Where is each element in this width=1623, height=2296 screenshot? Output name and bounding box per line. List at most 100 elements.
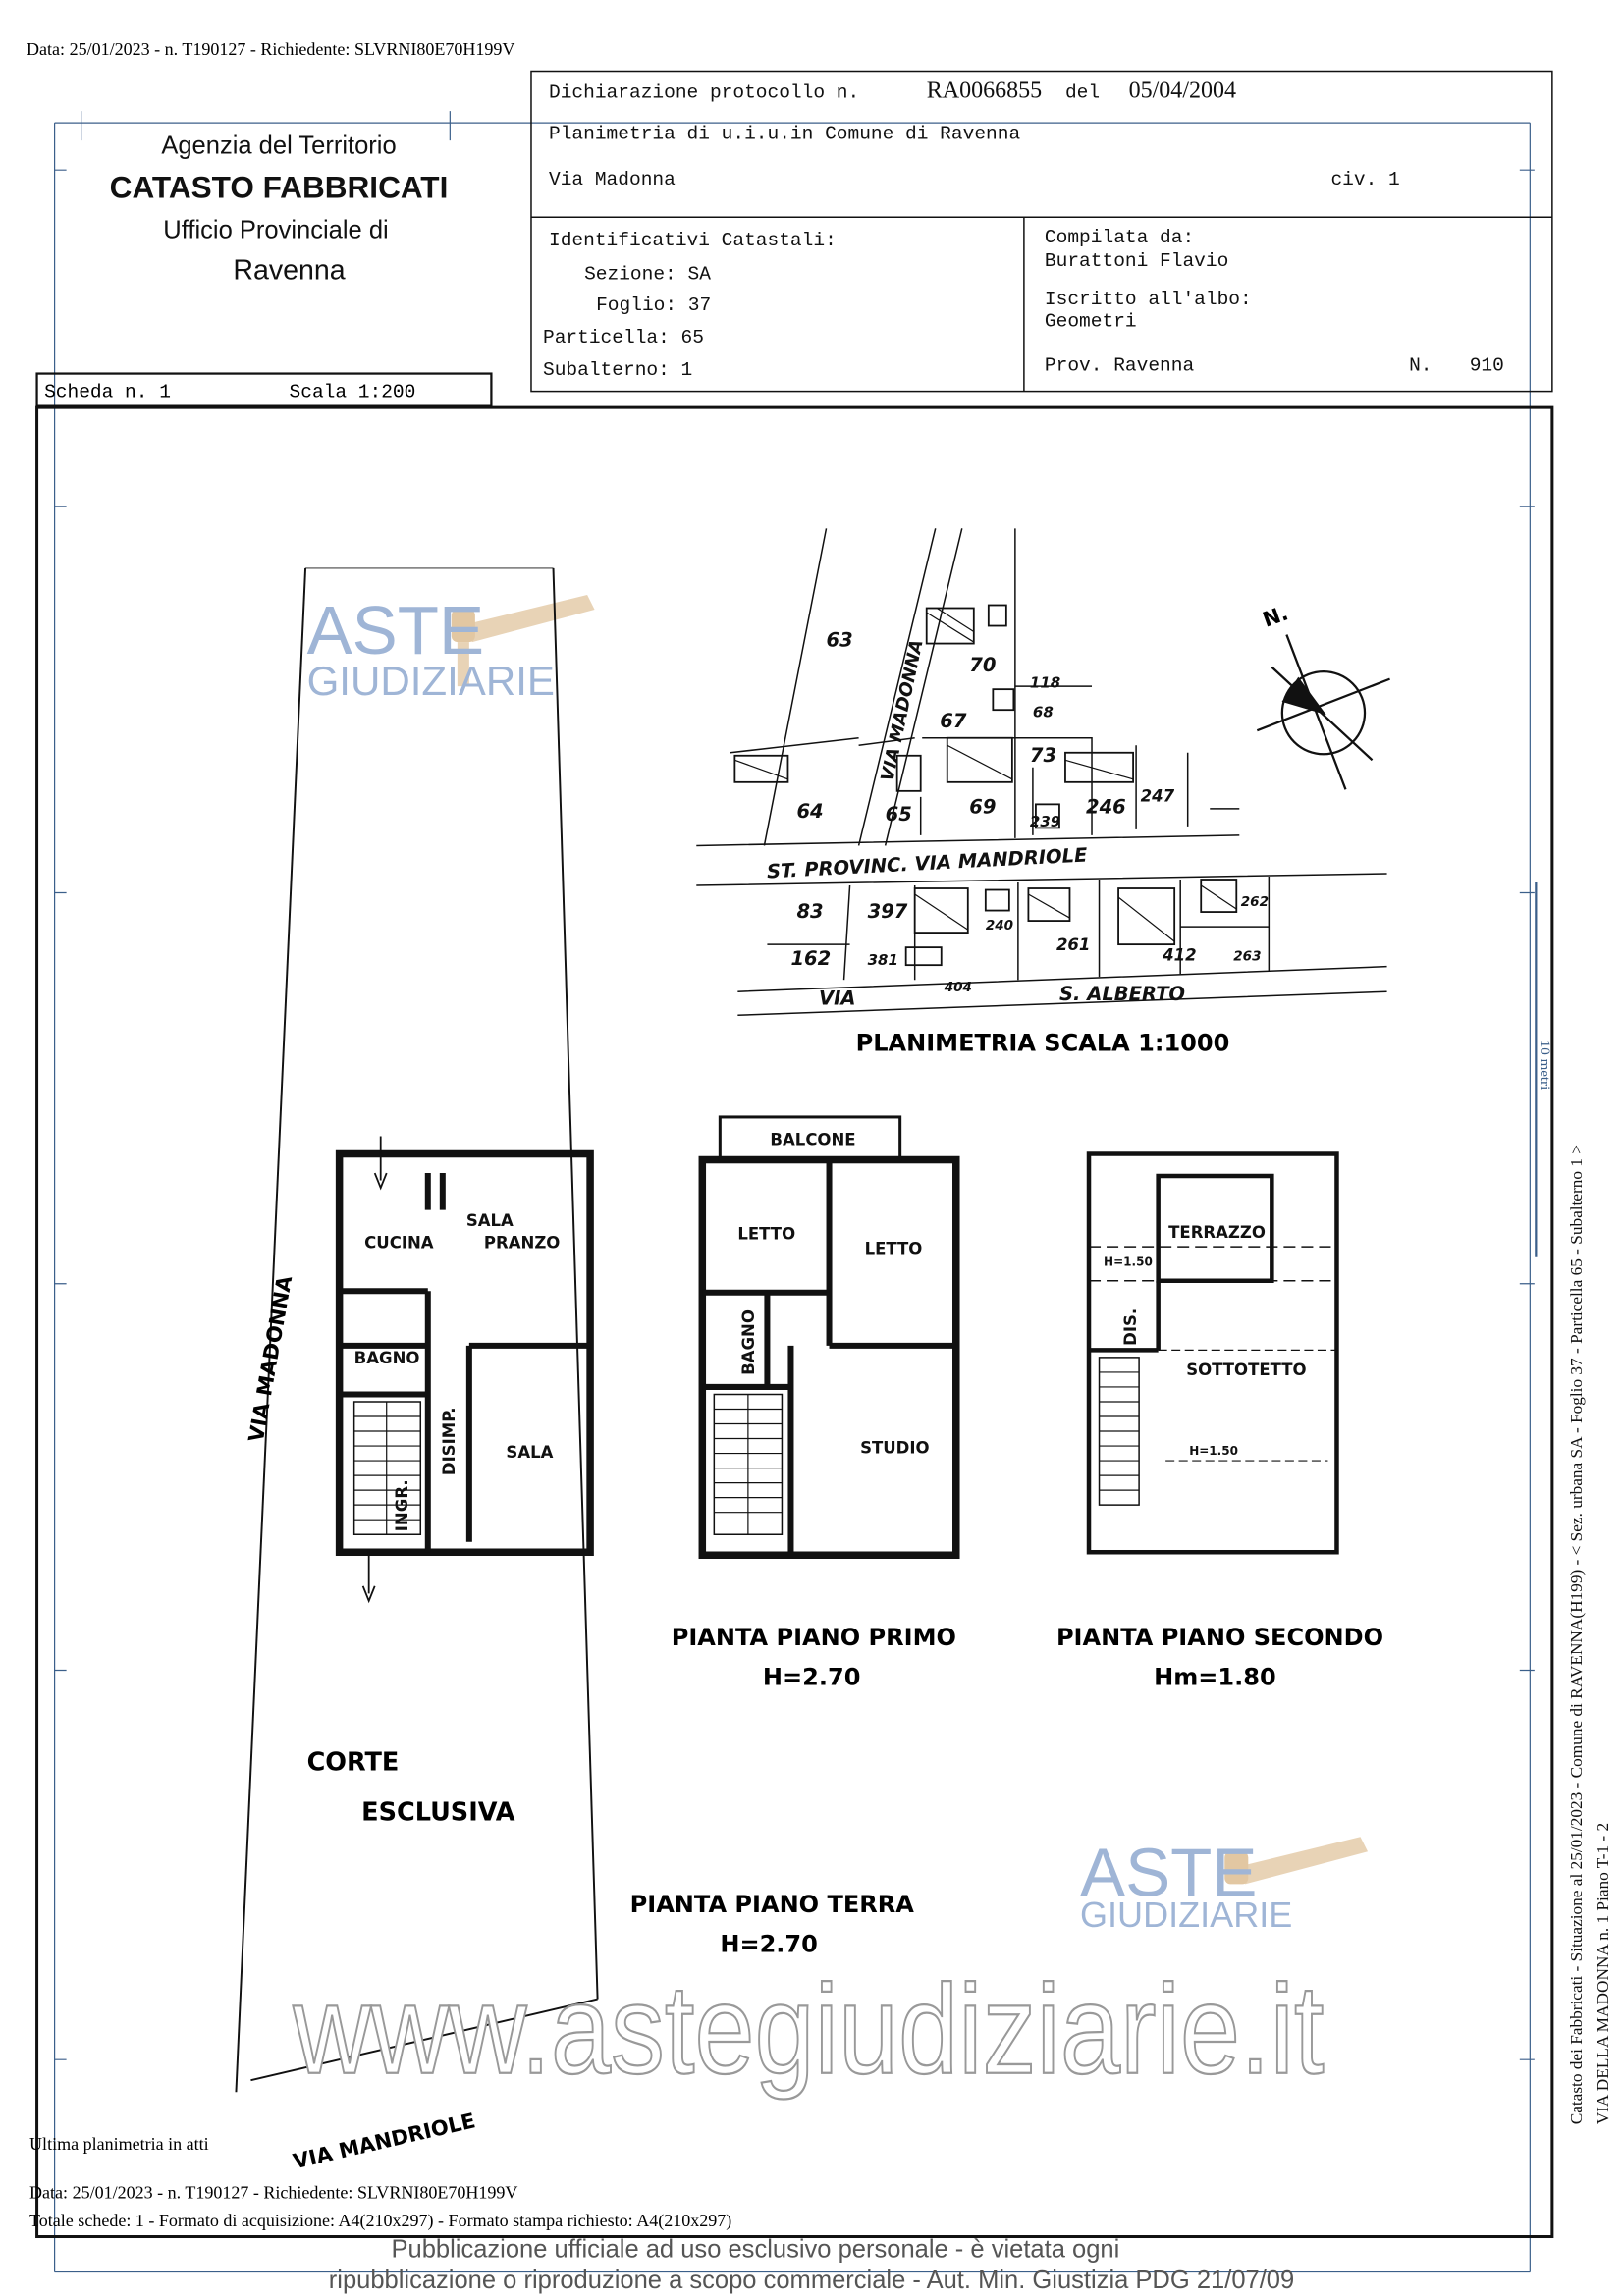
street-via-siteplan: VIA <box>819 988 855 1010</box>
room-disimpegno-second: DIS. <box>1121 1308 1140 1346</box>
site-plan-buildings <box>733 604 1238 967</box>
albo: Geometri <box>1045 310 1137 332</box>
watermark-logo: ASTE GIUDIZIARIE <box>1080 1834 1369 1935</box>
svg-text:CATASTO FABBRICATI: CATASTO FABBRICATI <box>110 170 449 205</box>
side-situation-text: Catasto dei Fabbricati - Situazione al 2… <box>1567 1145 1586 2124</box>
street-via-madonna: VIA MADONNA <box>243 1273 298 1444</box>
svg-text:Agenzia del Territorio: Agenzia del Territorio <box>161 133 396 160</box>
room-cucina: CUCINA <box>364 1234 434 1253</box>
parcel-381: 381 <box>868 951 898 969</box>
parcel-247: 247 <box>1141 786 1175 805</box>
registration-n-label: N. <box>1409 355 1432 377</box>
watermark-giudiziarie: GIUDIZIARIE <box>307 658 555 704</box>
parcel-63: 63 <box>827 629 853 652</box>
parcel-263: 263 <box>1233 949 1261 965</box>
protocol-del: del <box>1065 82 1100 104</box>
attic-height: H=1.50 <box>1189 1444 1238 1458</box>
second-floor-height: Hm=1.80 <box>1154 1663 1276 1690</box>
parcel-240: 240 <box>986 918 1013 934</box>
first-floor-plan <box>698 1115 960 1560</box>
identifiers-title: Identificativi Catastali: <box>549 230 837 251</box>
watermark-url: www.astegiudiziarie.it <box>293 1958 1325 2100</box>
compiler-label: Compilata da: <box>1045 227 1194 248</box>
planimetria-title: Planimetria di u.i.u.in Comune di Ravenn… <box>549 124 1020 145</box>
foglio: Foglio: 37 <box>596 294 711 316</box>
drawing-frame <box>35 405 1554 2239</box>
street-via-mandriole: VIA MANDRIOLE <box>291 2108 477 2173</box>
room-sala: SALA <box>506 1443 553 1462</box>
blue-frame <box>53 111 1535 2273</box>
parcel-404: 404 <box>944 980 972 995</box>
footer-request-info: Data: 25/01/2023 - n. T190127 - Richiede… <box>29 2182 517 2202</box>
ground-floor-plan <box>335 1136 594 1604</box>
lot-outline <box>235 567 599 2093</box>
room-sottotetto: SOTTOTETTO <box>1186 1361 1306 1379</box>
street-via-mandriole-siteplan: ST. PROVINC. VIA MANDRIOLE <box>766 843 1088 882</box>
ground-floor-height: H=2.70 <box>720 1930 818 1957</box>
room-terrazzo: TERRAZZO <box>1168 1223 1266 1242</box>
parcel-83: 83 <box>796 900 823 923</box>
parcel-67: 67 <box>940 710 967 732</box>
side-address-text: VIA DELLA MADONNA n. 1 Piano T-1 - 2 <box>1594 1823 1612 2124</box>
room-letto-2: LETTO <box>865 1240 923 1258</box>
room-disimpegno: DISIMP. <box>440 1407 459 1475</box>
svg-text:Ravenna: Ravenna <box>233 254 345 286</box>
footer-totale-schede: Totale schede: 1 - Formato di acquisizio… <box>29 2211 731 2231</box>
north-arrow-icon <box>1256 634 1390 790</box>
room-studio: STUDIO <box>860 1439 929 1458</box>
parcel-412: 412 <box>1162 946 1196 965</box>
room-ingresso: INGR. <box>393 1479 411 1531</box>
scheda-number: Scheda n. 1 <box>44 382 171 403</box>
street-s-alberto-siteplan: S. ALBERTO <box>1059 983 1185 1005</box>
registration-number: 910 <box>1470 355 1504 377</box>
site-plan-title: PLANIMETRIA SCALA 1:1000 <box>856 1029 1230 1056</box>
province: Prov. Ravenna <box>1045 355 1195 377</box>
protocol-label: Dichiarazione protocollo n. <box>549 82 859 104</box>
parcel-68: 68 <box>1033 704 1054 721</box>
scheda-scale: Scala 1:200 <box>290 382 416 403</box>
north-label: N. <box>1259 600 1291 631</box>
parcel-64: 64 <box>796 800 823 823</box>
parcel-239: 239 <box>1030 813 1060 830</box>
parcel-73: 73 <box>1030 744 1056 767</box>
parcel-69: 69 <box>969 795 996 818</box>
svg-text:Ufficio Provinciale di: Ufficio Provinciale di <box>163 216 388 243</box>
parcel-246: 246 <box>1086 795 1126 818</box>
watermark-logo: ASTE GIUDIZIARIE <box>307 592 595 704</box>
sezione: Sezione: SA <box>584 263 711 285</box>
room-bagno-first: BAGNO <box>739 1309 758 1375</box>
particella: Particella: 65 <box>543 327 704 348</box>
watermark-aste: ASTE <box>307 592 485 668</box>
room-sala-pranzo-2: PRANZO <box>484 1234 560 1253</box>
protocol-number: RA0066855 <box>927 79 1043 104</box>
footer-disclaimer-1: Pubblicazione ufficiale ad uso esclusivo… <box>391 2236 1119 2264</box>
parcel-162: 162 <box>790 947 831 970</box>
civic-number: civ. 1 <box>1330 169 1399 190</box>
first-floor-height: H=2.70 <box>763 1663 861 1690</box>
room-sala-pranzo-1: SALA <box>466 1211 514 1230</box>
parcel-261: 261 <box>1056 935 1090 954</box>
parcel-397: 397 <box>868 900 908 923</box>
header-request-info: Data: 25/01/2023 - n. T190127 - Richiede… <box>27 39 514 59</box>
parcel-70: 70 <box>969 654 996 676</box>
room-balcone: BALCONE <box>770 1130 855 1148</box>
parcel-262: 262 <box>1241 894 1269 910</box>
esclusiva-label: ESCLUSIVA <box>361 1798 515 1828</box>
scale-bar-label: 10 metri <box>1537 1041 1552 1090</box>
watermark-aste: ASTE <box>1080 1834 1258 1910</box>
street-name: Via Madonna <box>549 169 676 190</box>
agency-block: Agenzia del Territorio CATASTO FABBRICAT… <box>110 133 449 287</box>
footer-ultima-planimetria: Ultima planimetria in atti <box>29 2134 209 2154</box>
subalterno: Subalterno: 1 <box>543 359 692 381</box>
terrace-height: H=1.50 <box>1104 1255 1153 1269</box>
albo-label: Iscritto all'albo: <box>1045 289 1252 310</box>
parcel-118: 118 <box>1030 674 1060 692</box>
ground-floor-title: PIANTA PIANO TERRA <box>630 1891 915 1918</box>
second-floor-title: PIANTA PIANO SECONDO <box>1056 1624 1383 1651</box>
site-plan <box>696 528 1387 1017</box>
footer-disclaimer-2: ripubblicazione o riproduzione a scopo c… <box>329 2267 1294 2294</box>
watermark-giudiziarie: GIUDIZIARIE <box>1080 1895 1292 1935</box>
room-letto-1: LETTO <box>737 1225 795 1244</box>
first-floor-title: PIANTA PIANO PRIMO <box>672 1624 956 1651</box>
